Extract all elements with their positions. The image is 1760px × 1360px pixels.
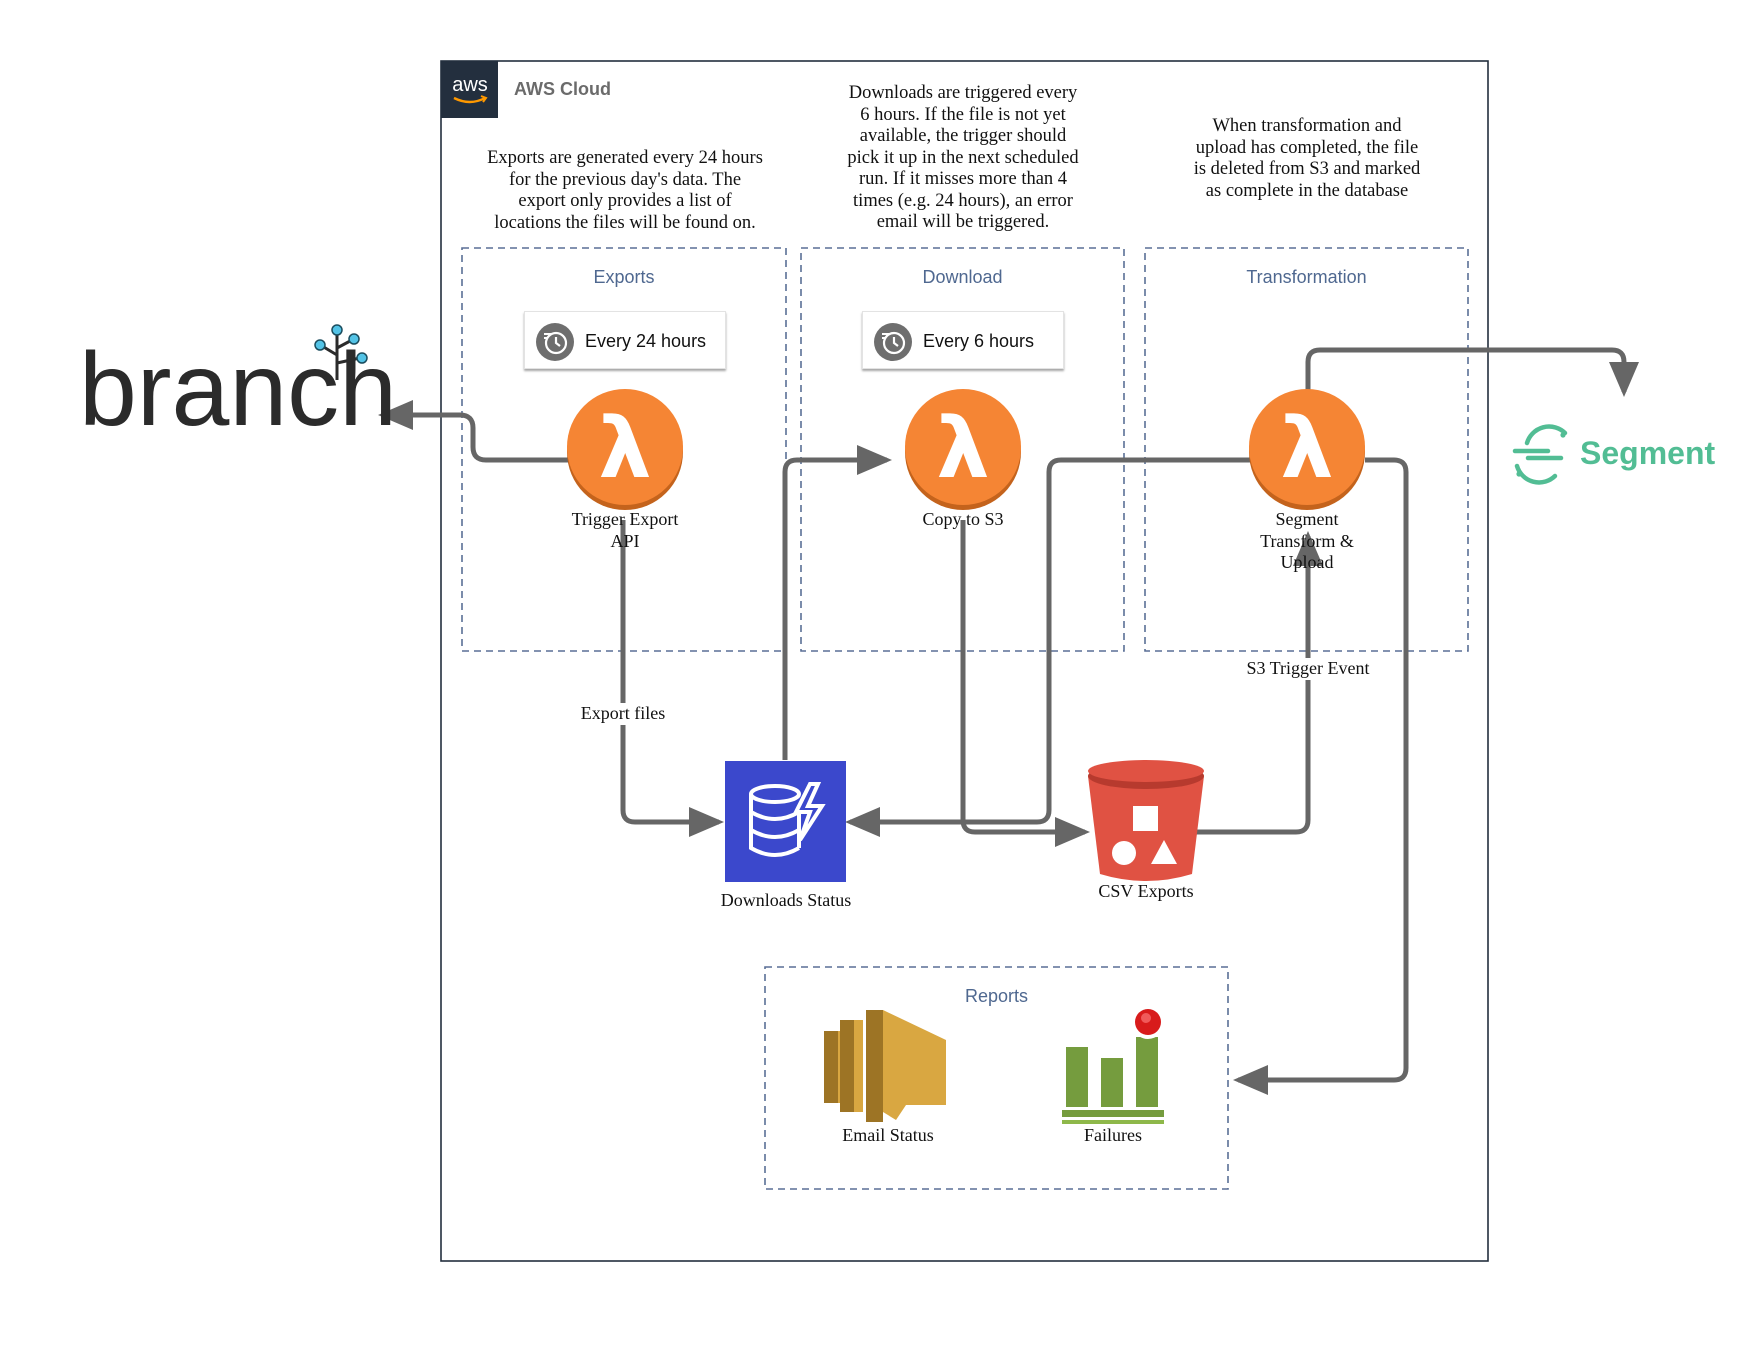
group-title-exports: Exports: [593, 267, 655, 287]
aws-cloud-boundary: [440, 60, 1489, 1262]
cloudwatch-alarm-icon[interactable]: [1062, 1007, 1164, 1124]
group-title-download: Download: [922, 267, 1003, 287]
arrow-s3-trigger-event: [1190, 531, 1323, 835]
svg-text:λ: λ: [1280, 399, 1333, 497]
arrow-segment-upload: [1305, 347, 1639, 398]
lambda-icon[interactable]: λ: [905, 389, 1021, 510]
failures-label: Failures: [1084, 1125, 1142, 1145]
email-status-label: Email Status: [842, 1125, 934, 1145]
note-download: Downloads are triggered every 6 hours. I…: [847, 83, 1079, 232]
segment-logo: [1512, 424, 1568, 485]
schedule-download[interactable]: Every 6 hours: [862, 311, 1064, 369]
note-transformation: When transformation and upload has compl…: [1193, 116, 1421, 201]
lambda-copy-to-s3-label: Copy to S3: [922, 509, 1004, 529]
ses-email-icon[interactable]: [824, 1010, 946, 1122]
arrow-export-files: [620, 520, 724, 837]
edge-label-s3-trigger: S3 Trigger Event: [1228, 658, 1388, 680]
lambda-trigger-export-label: Trigger Export API: [571, 509, 679, 551]
group-title-reports: Reports: [964, 986, 1029, 1006]
lambda-icon[interactable]: λ: [1249, 389, 1365, 510]
arrow-dynamodb-to-copy: [782, 445, 892, 760]
lambda-icon[interactable]: λ: [567, 389, 683, 510]
branch-tree-logo: branch: [79, 324, 397, 448]
aws-logo-badge: aws: [441, 61, 498, 118]
branch-logo-text: branch: [79, 332, 397, 448]
schedule-download-label: Every 6 hours: [923, 331, 1035, 351]
arrow-to-reports: [1233, 457, 1409, 1095]
schedule-exports[interactable]: Every 24 hours: [524, 311, 726, 369]
note-exports: Exports are generated every 24 hours for…: [487, 148, 763, 233]
group-download: [800, 247, 1125, 652]
dynamodb-icon[interactable]: [725, 761, 846, 882]
arrow-segment-to-dynamodb: [845, 457, 1255, 837]
s3-bucket-icon[interactable]: [1088, 760, 1204, 881]
schedule-exports-label: Every 24 hours: [585, 331, 707, 351]
aws-cloud-title: AWS Cloud: [514, 79, 611, 99]
arrow-copy-to-s3: [960, 520, 1090, 847]
group-reports: [764, 966, 1229, 1190]
arrow-trigger-to-branch: [378, 400, 570, 463]
aws-badge-text: aws: [452, 74, 488, 96]
group-transformation: [1144, 247, 1469, 652]
segment-logo-text: Segment: [1580, 435, 1715, 471]
downloads-status-label: Downloads Status: [720, 890, 852, 910]
clock-history-icon: [536, 323, 574, 361]
clock-history-icon: [874, 323, 912, 361]
svg-text:λ: λ: [598, 399, 651, 497]
svg-text:λ: λ: [936, 399, 989, 497]
group-title-transformation: Transformation: [1246, 267, 1367, 287]
lambda-segment-transform-label: Segment Transform & Upload: [1260, 509, 1354, 572]
csv-exports-label: CSV Exports: [1098, 881, 1194, 901]
edge-label-export-files: Export files: [553, 703, 693, 725]
